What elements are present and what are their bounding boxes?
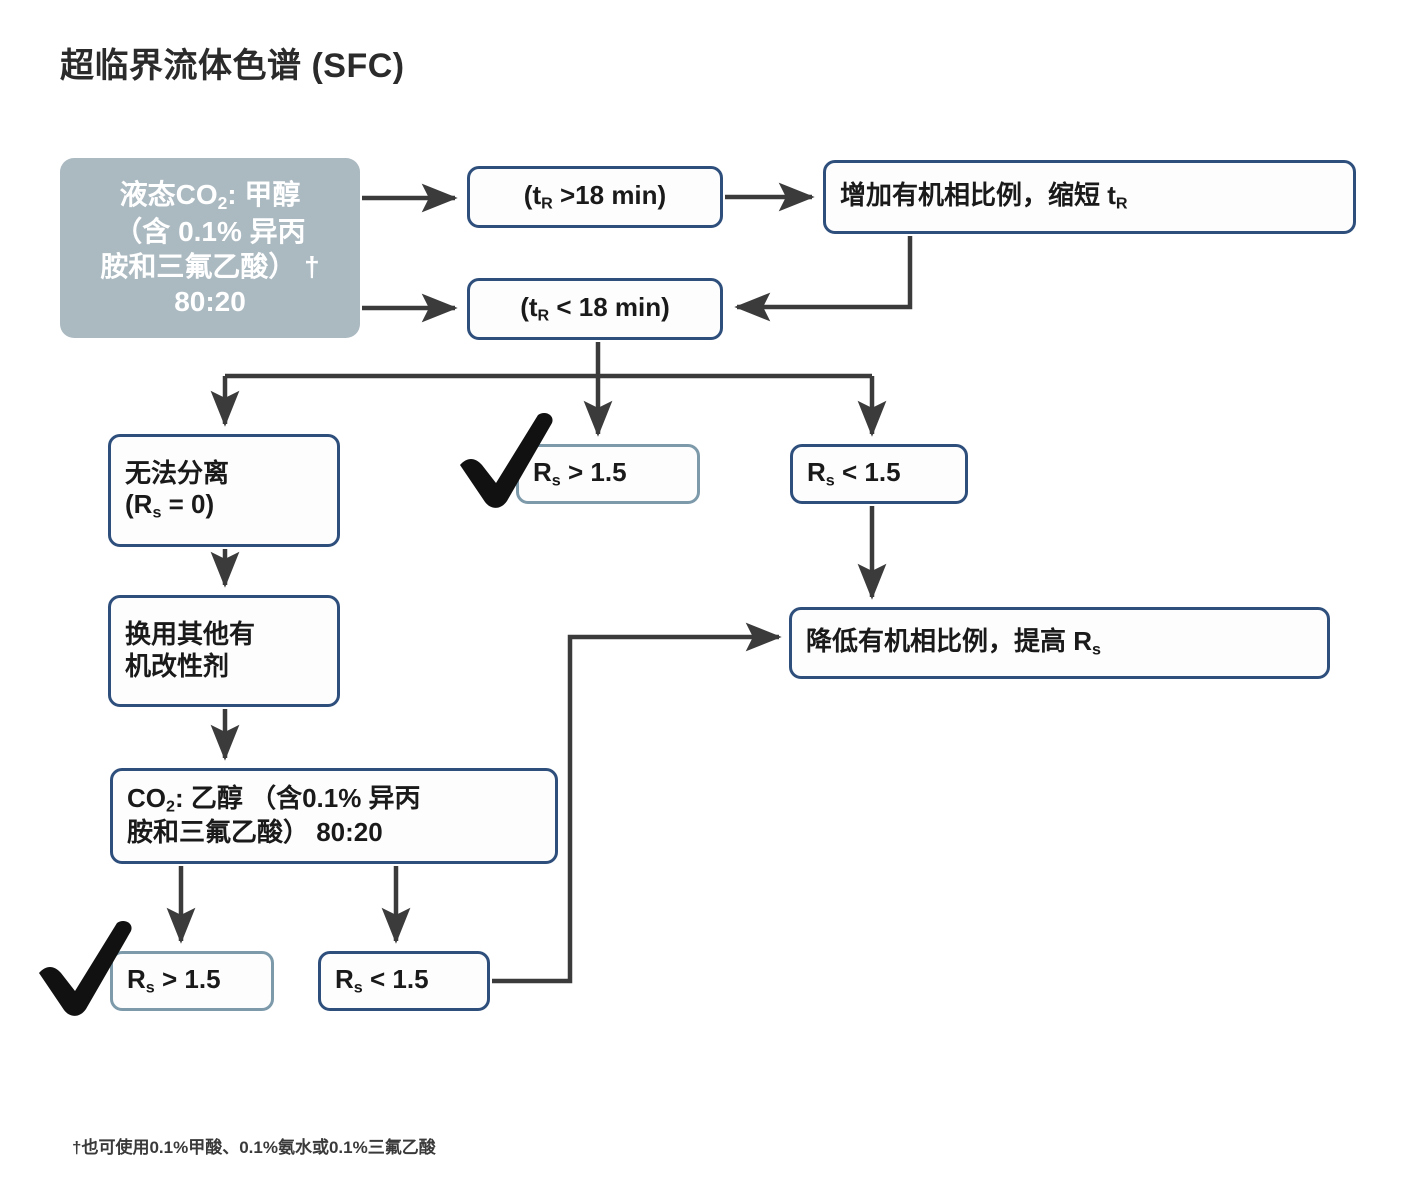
- rs-lt-bottom-post: < 1.5: [362, 963, 429, 994]
- co2eth-sub: 2: [166, 797, 175, 816]
- node-increase-organic-phase[interactable]: 增加有机相比例，缩短 tR: [823, 160, 1356, 234]
- node-rs-less-1p5-bottom[interactable]: Rs < 1.5: [318, 951, 490, 1011]
- rs-gt-top-sub: s: [551, 471, 561, 490]
- node-co2-ethanol[interactable]: CO2: 乙醇 （含0.1% 异丙 胺和三氟乙酸） 80:20: [110, 768, 558, 864]
- rs-lt-top-pre: R: [807, 456, 826, 487]
- increase-sub: R: [1115, 194, 1128, 213]
- tr-gt-pre: (t: [523, 179, 542, 210]
- nosep-sub2: s: [152, 503, 162, 522]
- rs-gt-top-post: > 1.5: [560, 456, 627, 487]
- co2eth-line2: 胺和三氟乙酸） 80:20: [127, 817, 383, 848]
- node-rs-greater-1p5-bottom[interactable]: Rs > 1.5: [110, 951, 274, 1011]
- increase-pre: 增加有机相比例，缩短 t: [840, 179, 1116, 210]
- tr-gt-post: >18 min): [552, 179, 667, 210]
- decrease-pre: 降低有机相比例，提高 R: [806, 625, 1093, 656]
- node-start-mobile-phase[interactable]: 液态CO2: 甲醇 （含 0.1% 异丙 胺和三氟乙酸） † 80:20: [60, 158, 360, 338]
- start-line4: 80:20: [174, 286, 246, 318]
- co2eth-pre: CO: [127, 783, 166, 814]
- footnote: †也可使用0.1%甲酸、0.1%氨水或0.1%三氟乙酸: [72, 1138, 436, 1157]
- co2eth-line1b: : 乙醇 （含0.1% 异丙: [174, 783, 421, 814]
- rs-gt-bottom-sub: s: [145, 978, 155, 997]
- node-rs-less-1p5-top[interactable]: Rs < 1.5: [790, 444, 968, 504]
- start-sub1: 2: [217, 192, 228, 213]
- rs-gt-top-pre: R: [533, 456, 552, 487]
- nosep-post2: = 0): [161, 489, 215, 520]
- node-rs-greater-1p5-top[interactable]: Rs > 1.5: [516, 444, 700, 504]
- tr-lt-post: < 18 min): [549, 291, 670, 322]
- switch-line2: 机改性剂: [125, 651, 230, 681]
- nosep-line1: 无法分离: [125, 457, 230, 488]
- rs-lt-top-sub: s: [825, 471, 835, 490]
- node-tr-greater-18[interactable]: (tR >18 min): [467, 166, 723, 228]
- rs-lt-bottom-pre: R: [335, 963, 354, 994]
- tr-gt-sub: R: [541, 194, 553, 213]
- node-switch-organic-modifier[interactable]: 换用其他有 机改性剂: [108, 595, 340, 707]
- page-title: 超临界流体色谱 (SFC): [60, 47, 405, 85]
- nosep-pre2: (R: [125, 489, 153, 520]
- rs-lt-bottom-sub: s: [353, 978, 363, 997]
- node-decrease-organic-phase[interactable]: 降低有机相比例，提高 Rs: [789, 607, 1330, 679]
- tr-lt-sub: R: [537, 306, 550, 325]
- switch-line1: 换用其他有: [125, 619, 256, 650]
- start-line3: 胺和三氟乙酸） †: [100, 251, 320, 283]
- start-line2: （含 0.1% 异丙: [114, 216, 306, 248]
- start-line1b: : 甲醇: [227, 178, 301, 210]
- node-no-separation[interactable]: 无法分离 (Rs = 0): [108, 434, 340, 547]
- rs-lt-top-post: < 1.5: [834, 456, 901, 487]
- rs-gt-bottom-pre: R: [127, 963, 146, 994]
- rs-gt-bottom-post: > 1.5: [154, 963, 221, 994]
- start-line1: 液态CO: [119, 178, 218, 210]
- node-tr-less-18[interactable]: (tR < 18 min): [467, 278, 723, 340]
- decrease-sub: s: [1092, 640, 1101, 659]
- tr-lt-pre: (t: [520, 291, 538, 322]
